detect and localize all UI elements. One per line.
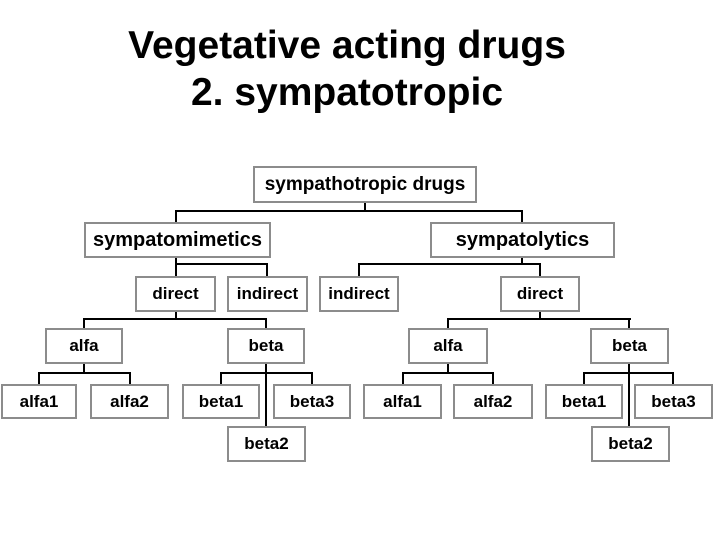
node-sympatolytics-beta3: beta3 [634, 384, 713, 419]
tree-connector [175, 210, 177, 222]
tree-connector [311, 372, 313, 384]
tree-connector [672, 372, 674, 384]
tree-connector [521, 258, 523, 265]
tree-connector [447, 364, 449, 374]
tree-connector [175, 263, 268, 265]
node-sympatolytics-alfa2: alfa2 [453, 384, 533, 419]
slide-title: Vegetative acting drugs 2. sympatotropic [0, 22, 694, 116]
node-sympatomimetics-beta3: beta3 [273, 384, 351, 419]
tree-connector [265, 364, 267, 426]
node-sympatomimetics-indirect: indirect [227, 276, 308, 312]
tree-connector [402, 372, 404, 384]
tree-connector [220, 372, 222, 384]
tree-connector [492, 372, 494, 384]
node-sympathotropic-drugs: sympathotropic drugs [253, 166, 477, 203]
tree-connector [358, 263, 541, 265]
node-sympatomimetics-alfa2: alfa2 [90, 384, 169, 419]
node-sympatomimetics-beta: beta [227, 328, 305, 364]
tree-connector [220, 372, 313, 374]
node-sympatomimetics: sympatomimetics [84, 222, 271, 258]
tree-connector [175, 312, 177, 320]
node-sympatolytics-alfa: alfa [408, 328, 488, 364]
node-sympatolytics-beta2: beta2 [591, 426, 670, 462]
node-sympatolytics-beta1: beta1 [545, 384, 623, 419]
tree-connector [447, 318, 449, 328]
tree-connector [358, 263, 360, 276]
tree-connector [83, 318, 85, 328]
tree-connector [628, 318, 630, 328]
node-sympatolytics-indirect: indirect [319, 276, 399, 312]
tree-connector [265, 318, 267, 328]
node-sympatolytics-beta: beta [590, 328, 669, 364]
node-sympatolytics: sympatolytics [430, 222, 615, 258]
tree-connector [38, 372, 131, 374]
slide-title-line-1: Vegetative acting drugs [128, 24, 566, 67]
tree-connector [539, 263, 541, 276]
tree-connector [38, 372, 40, 384]
tree-connector [447, 318, 631, 320]
tree-connector [175, 210, 523, 212]
tree-connector [628, 364, 630, 426]
tree-connector [521, 210, 523, 222]
node-sympatomimetics-direct: direct [135, 276, 216, 312]
tree-connector [583, 372, 674, 374]
tree-connector [83, 364, 85, 374]
tree-connector [583, 372, 585, 384]
tree-connector [364, 203, 366, 212]
node-sympatomimetics-alfa1: alfa1 [1, 384, 77, 419]
tree-connector [266, 263, 268, 276]
tree-connector [539, 312, 541, 320]
node-sympatomimetics-beta1: beta1 [182, 384, 260, 419]
tree-connector [402, 372, 494, 374]
node-sympatolytics-direct: direct [500, 276, 580, 312]
slide-title-line-2: 2. sympatotropic [190, 71, 504, 114]
tree-connector [129, 372, 131, 384]
node-sympatolytics-alfa1: alfa1 [363, 384, 442, 419]
tree-connector [83, 318, 267, 320]
tree-connector [175, 258, 177, 276]
node-sympatomimetics-alfa: alfa [45, 328, 123, 364]
node-sympatomimetics-beta2: beta2 [227, 426, 306, 462]
